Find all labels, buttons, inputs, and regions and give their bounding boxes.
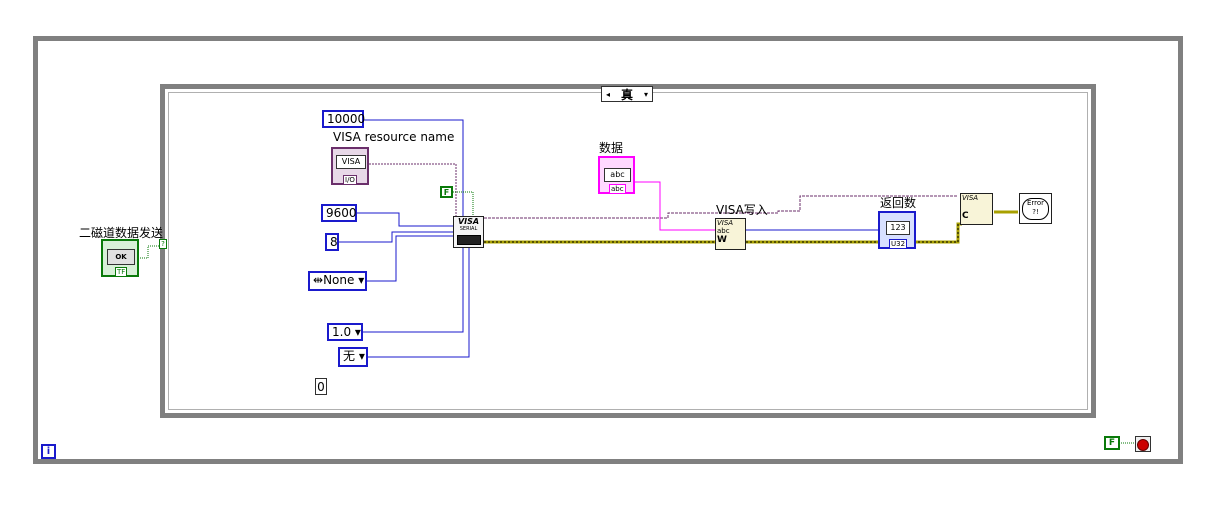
stop-terminal[interactable] bbox=[1135, 436, 1151, 452]
flow-value: 无 bbox=[343, 349, 356, 363]
flow-control-constant[interactable]: 无 ▾ bbox=[338, 347, 368, 367]
case-selector-value: 真 bbox=[620, 88, 633, 102]
button-wire bbox=[138, 245, 162, 259]
write-w-text: W bbox=[717, 235, 727, 245]
case-prev-arrow-icon[interactable]: ◂ bbox=[605, 90, 610, 99]
close-visa-text: VISA bbox=[962, 194, 979, 202]
serial-sub-text: SERIAL bbox=[459, 226, 478, 232]
baud-wire bbox=[357, 212, 453, 227]
visa-configure-serial-node[interactable]: VISA SERIAL bbox=[453, 216, 484, 248]
ok-button-terminal[interactable]: OK TF bbox=[101, 239, 139, 277]
stop-bits-value: 1.0 bbox=[332, 325, 352, 339]
visa-resource-terminal[interactable]: VISA I/O bbox=[331, 147, 369, 185]
case-next-arrow-icon[interactable]: ▾ bbox=[643, 90, 648, 99]
stopbits-wire bbox=[363, 248, 464, 333]
false-constant[interactable]: F bbox=[440, 186, 453, 198]
visa-ref-wire bbox=[484, 195, 958, 219]
ok-icon: OK bbox=[107, 249, 135, 265]
button-label: 二磁道数据发送 bbox=[79, 226, 164, 240]
timeout-wire bbox=[364, 119, 464, 216]
visa-resource-label: VISA resource name bbox=[333, 130, 455, 144]
string-wire bbox=[635, 181, 716, 231]
stop-icon bbox=[1137, 439, 1149, 451]
write-abc-text: abc bbox=[717, 227, 730, 235]
dropdown-arrow-icon: ▾ bbox=[358, 273, 365, 287]
abc-icon: abc bbox=[604, 168, 631, 182]
dropdown-arrow-icon: ▾ bbox=[358, 349, 365, 363]
data-bits-constant[interactable]: 8 bbox=[325, 233, 339, 251]
visa-close-node[interactable]: VISA C bbox=[960, 193, 993, 225]
iteration-terminal: i bbox=[41, 444, 56, 459]
timeout-constant[interactable]: 10000 bbox=[322, 110, 365, 128]
return-count-terminal[interactable]: 123 U32 bbox=[878, 211, 916, 249]
return-count-label: 返回数 bbox=[880, 196, 917, 210]
visa-icon: VISA bbox=[336, 155, 366, 169]
data-label: 数据 bbox=[599, 141, 624, 155]
parity-value: None bbox=[323, 273, 355, 287]
abc-tag: abc bbox=[609, 184, 626, 194]
visa-resource-wire bbox=[369, 163, 457, 224]
bool-wire bbox=[453, 191, 474, 216]
case-selector-tunnel[interactable]: ? bbox=[159, 239, 167, 249]
visa-io-tag: I/O bbox=[343, 175, 357, 185]
error-exclaim-icon: ?! bbox=[1032, 208, 1039, 216]
u32-tag: U32 bbox=[889, 239, 908, 249]
dropdown-arrow-icon: ▾ bbox=[354, 325, 361, 339]
while-loop bbox=[33, 36, 1183, 464]
stop-bits-constant[interactable]: 1.0 ▾ bbox=[327, 323, 363, 341]
parity-arrows-icon: ⇹ bbox=[313, 273, 324, 287]
error-handler-node[interactable]: Error ?! bbox=[1019, 193, 1052, 224]
data-string-terminal[interactable]: abc abc bbox=[598, 156, 635, 194]
serial-visa-text: VISA bbox=[457, 217, 480, 226]
iteration-constant[interactable]: 0 bbox=[315, 378, 327, 395]
error-text: Error bbox=[1026, 199, 1045, 207]
close-c-text: C bbox=[962, 211, 969, 221]
databits-wire bbox=[339, 231, 453, 243]
stop-false-constant[interactable]: F bbox=[1104, 436, 1120, 450]
tf-tag: TF bbox=[115, 267, 128, 277]
parity-wire bbox=[367, 235, 453, 282]
serial-connector-icon bbox=[456, 235, 481, 245]
case-selector[interactable]: ◂ 真 ▾ bbox=[601, 86, 653, 102]
visa-write-node[interactable]: VISA abc W bbox=[715, 218, 746, 250]
baud-rate-constant[interactable]: 9600 bbox=[321, 204, 357, 222]
visa-write-label: VISA写入 bbox=[716, 203, 768, 217]
write-visa-text: VISA bbox=[717, 219, 734, 227]
error-bubble-icon: Error ?! bbox=[1022, 198, 1049, 220]
number-icon: 123 bbox=[886, 221, 910, 235]
error-wire-2 bbox=[746, 222, 962, 244]
flow-wire bbox=[368, 248, 470, 358]
parity-constant[interactable]: ⇹None ▾ bbox=[308, 271, 367, 291]
